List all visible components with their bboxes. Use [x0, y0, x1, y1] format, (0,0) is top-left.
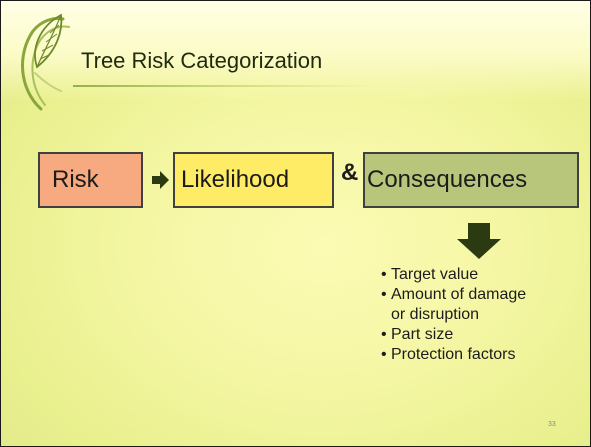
header-band — [1, 1, 590, 101]
title-underline — [73, 85, 373, 87]
bullet-amount-of-damage: Amount of damage — [381, 285, 526, 305]
consequences-label: Consequences — [367, 166, 528, 193]
likelihood-box: Likelihood — [173, 152, 334, 208]
arrow-right-icon — [152, 171, 169, 189]
arrow-down-icon — [457, 223, 501, 259]
slide-title: Tree Risk Categorization — [81, 48, 323, 73]
risk-box: Risk — [38, 152, 143, 208]
bullet-or-disruption: or disruption — [391, 306, 480, 323]
consequences-box: Consequences — [363, 152, 579, 208]
consequence-factors-list: Target value Amount of damage or disrupt… — [381, 265, 526, 365]
bullet-target-value: Target value — [381, 265, 526, 285]
page-number: 33 — [548, 421, 556, 428]
bullet-protection-factors: Protection factors — [381, 345, 526, 365]
likelihood-label: Likelihood — [181, 166, 290, 193]
risk-label: Risk — [52, 166, 99, 193]
leaf-logo-icon — [21, 13, 70, 111]
bullet-part-size: Part size — [381, 325, 526, 345]
ampersand-connector: & — [341, 159, 359, 186]
